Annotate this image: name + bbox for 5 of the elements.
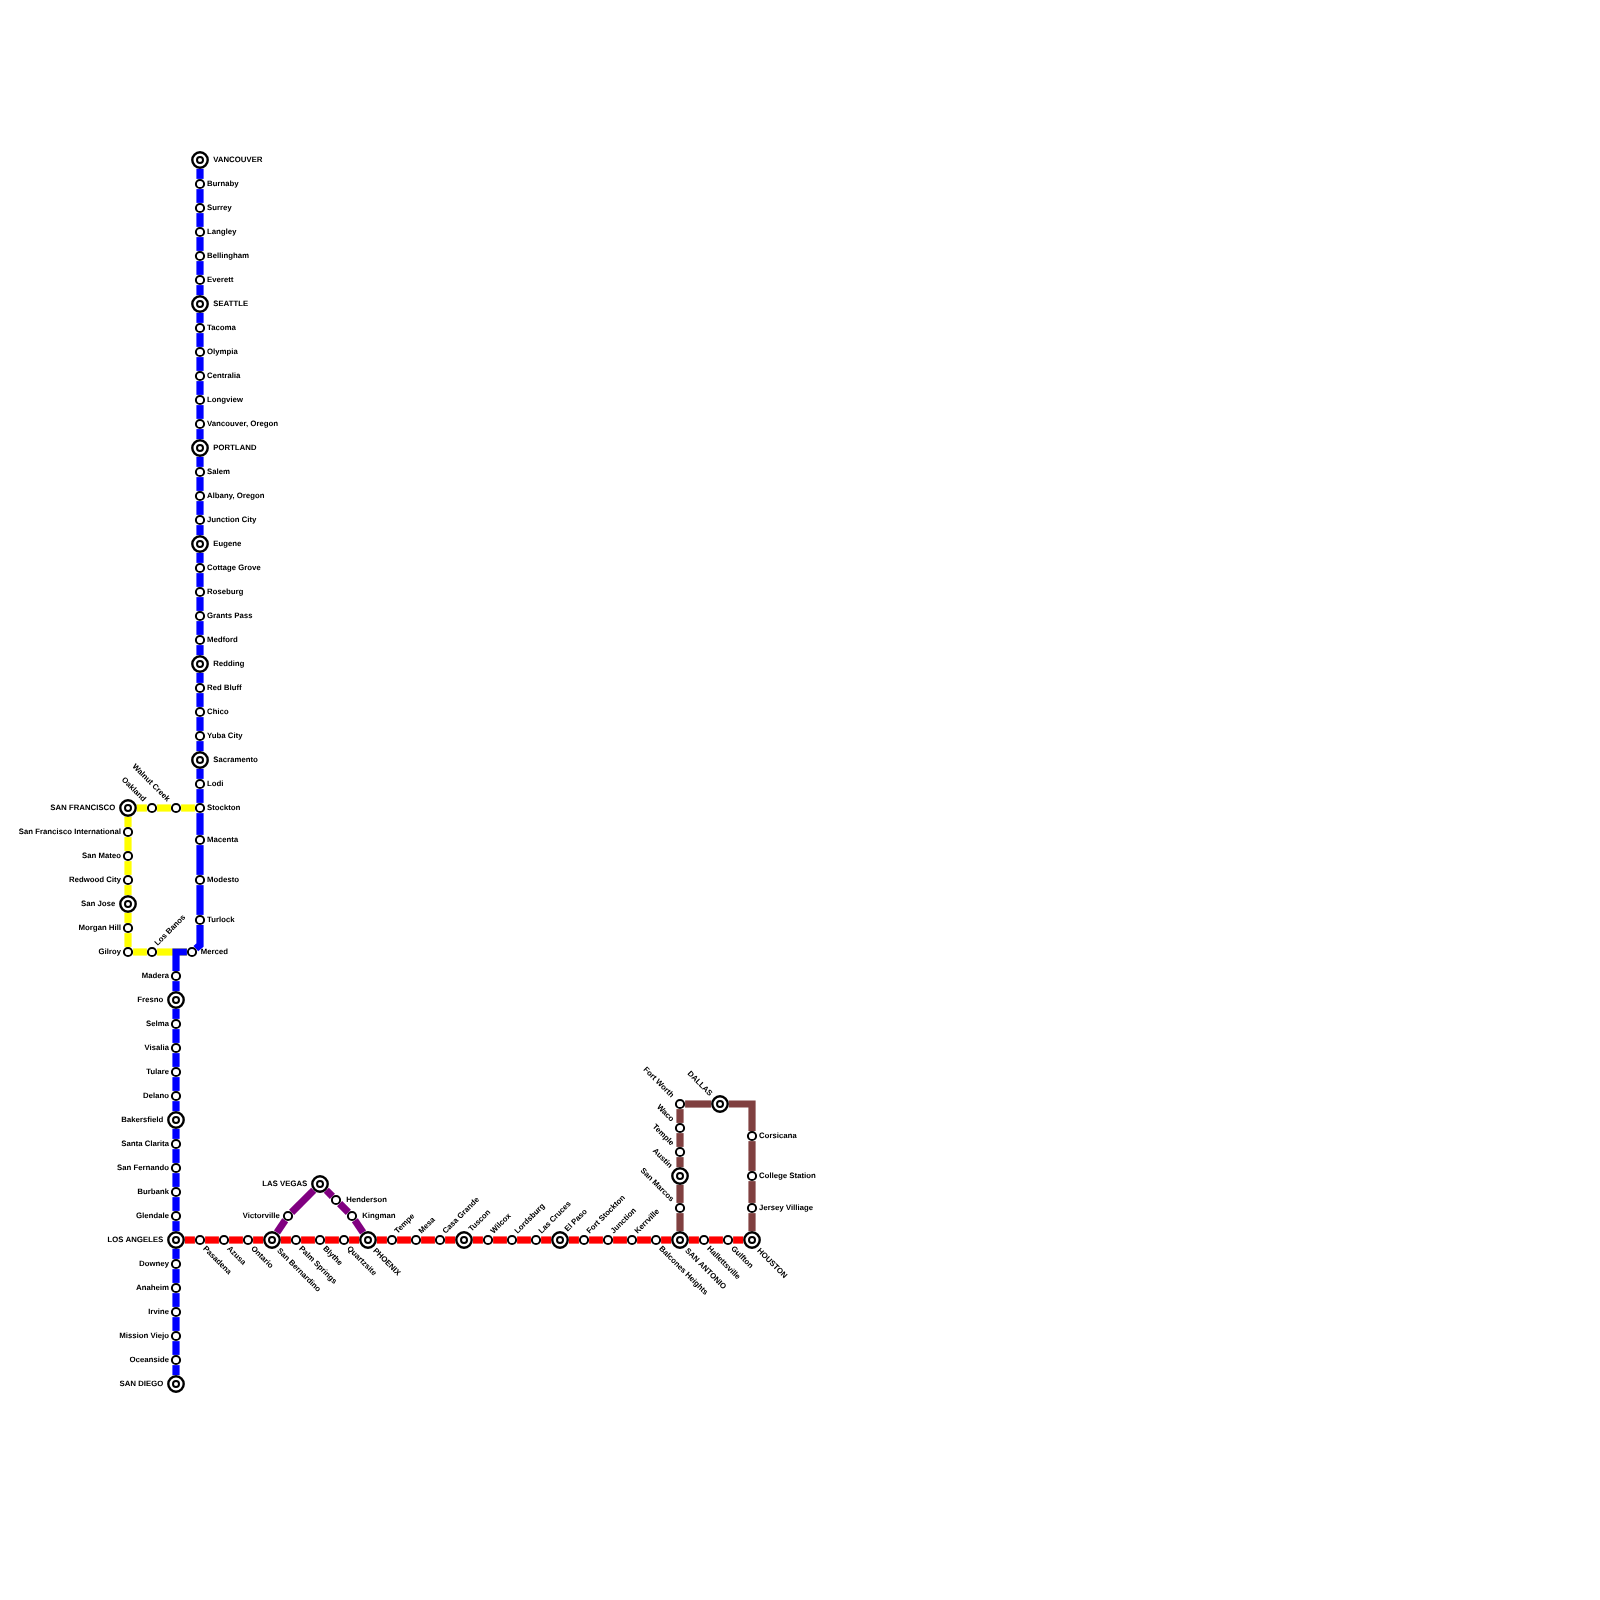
route-line	[289, 1187, 317, 1215]
route-line	[323, 1187, 335, 1199]
route-line	[273, 1218, 289, 1235]
route-line	[351, 1218, 367, 1235]
route-line	[337, 1201, 351, 1215]
